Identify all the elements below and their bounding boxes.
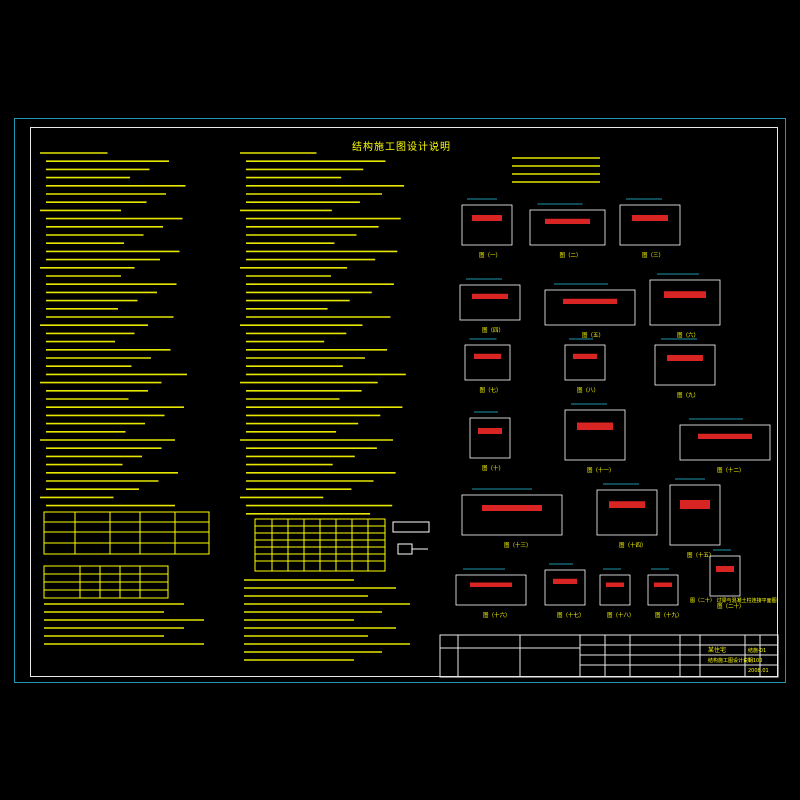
title-block-sheet-name: 结构施工图设计说明	[708, 657, 753, 664]
rebar-detail	[654, 582, 672, 587]
detail-outline	[669, 484, 721, 546]
notes-column-2	[240, 152, 600, 661]
rebar-detail	[472, 293, 508, 299]
detail-outline	[709, 555, 741, 597]
detail-sketch: 图（十七）	[544, 563, 586, 619]
rebar-detail	[667, 355, 703, 361]
detail-sketch: 图（四）	[459, 278, 521, 334]
detail-label: 图（十七）	[557, 611, 585, 619]
rebar-detail	[545, 218, 590, 224]
detail-outline	[459, 284, 521, 321]
rebar-detail	[478, 428, 502, 434]
detail-outline	[649, 279, 721, 326]
detail-sketch: 图（十八）	[599, 568, 635, 619]
rebar-detail	[632, 215, 668, 221]
detail-outline	[464, 344, 511, 381]
detail-drawings: 图（一） 图（二） 图（三） 图（四） 图（五） 图（六） 图（七） 图（八） 图（九） 图（十）…	[455, 198, 771, 619]
detail-sketch: 图（十五）	[669, 478, 721, 559]
detail-sketch: 图（一）	[461, 198, 513, 259]
detail-label: 图（八）	[577, 386, 599, 394]
rebar-detail	[577, 422, 613, 430]
detail-sketch: 图（十一）	[564, 403, 626, 474]
detail-sketch: 图（八）	[564, 338, 606, 394]
detail-sketch: 图（十二）	[679, 418, 771, 474]
detail-label: 图（七）	[480, 386, 502, 394]
detail-outline	[461, 494, 563, 536]
detail-label: 图（十三）	[504, 541, 532, 549]
detail-outline	[529, 209, 606, 246]
detail-outline	[564, 409, 626, 461]
detail-label: 图（二）	[560, 251, 582, 259]
rebar-detail	[606, 582, 624, 587]
rebar-detail	[664, 291, 706, 298]
detail-label: 图（十一）	[587, 466, 615, 474]
rebar-detail	[680, 500, 710, 509]
title-block-scale: 1:100	[748, 658, 762, 664]
detail-label: 图（十九）	[655, 611, 683, 619]
detail-label: 图（十六）	[483, 611, 511, 619]
rebar-detail	[698, 433, 752, 439]
rebar-detail	[563, 298, 617, 304]
title-block-project: 某住宅	[708, 646, 726, 654]
detail-outline	[596, 489, 658, 536]
detail-label: 图（五）	[582, 331, 604, 339]
rebar-detail	[470, 582, 512, 587]
anchorage-table	[254, 518, 386, 572]
detail-outline	[619, 204, 681, 246]
detail-sketch: 图（九）	[654, 338, 716, 399]
detail-sketch: 图（六）	[649, 273, 721, 339]
detail-sketch: 图（三）	[619, 198, 681, 259]
rebar-detail	[573, 353, 597, 359]
small-section-sketch	[392, 521, 430, 555]
detail-label: 图（十）	[482, 464, 504, 472]
concrete-table-1	[43, 511, 210, 555]
detail-sketch: 图（二十）	[709, 549, 745, 610]
detail-outline	[455, 574, 527, 606]
concrete-table-2	[43, 565, 169, 599]
detail-caption-last: 图（二十） 过梁与混凝土柱连接平面图	[690, 597, 777, 604]
detail-outline	[544, 569, 586, 606]
detail-label: 图（三）	[642, 251, 664, 259]
detail-label: 图（九）	[677, 391, 699, 399]
detail-label: 图（一）	[479, 251, 501, 259]
title-block-sheet-no: 结施-01	[748, 647, 766, 654]
drawing-title: 结构施工图设计说明	[352, 142, 451, 153]
detail-sketch: 图（十四）	[596, 483, 658, 549]
drawing-border	[30, 127, 778, 677]
detail-label: 图（十二）	[717, 466, 745, 474]
detail-sketch: 图（十六）	[455, 568, 527, 619]
detail-label: 图（六）	[677, 331, 699, 339]
detail-label: 图（二十）	[717, 602, 745, 610]
rebar-detail	[472, 215, 502, 221]
title-block	[439, 634, 779, 678]
detail-outline	[679, 424, 771, 461]
detail-sketch: 图（七）	[464, 338, 511, 394]
detail-sketch: 图（十三）	[461, 488, 563, 549]
rebar-detail	[716, 566, 734, 572]
rebar-detail	[474, 353, 501, 359]
detail-outline	[564, 344, 606, 381]
rebar-detail	[609, 501, 645, 508]
detail-sketch: 图（十九）	[647, 568, 683, 619]
rebar-detail	[553, 578, 577, 584]
detail-label: 图（十四）	[619, 541, 647, 549]
detail-sketch: 图（五）	[544, 283, 636, 339]
detail-label: 图（十五）	[687, 551, 715, 559]
detail-sketch: 图（十）	[469, 411, 511, 472]
detail-label: 图（四）	[482, 326, 504, 334]
detail-outline	[461, 204, 513, 246]
rebar-detail	[482, 505, 542, 511]
title-block-date: 2008.01	[748, 668, 769, 674]
detail-outline	[647, 574, 679, 606]
drawing-sheet-frame	[14, 118, 786, 683]
notes-column-1	[40, 152, 204, 645]
detail-outline	[654, 344, 716, 386]
detail-outline	[544, 289, 636, 326]
detail-sketch: 图（二）	[529, 203, 606, 259]
detail-outline	[469, 417, 511, 459]
detail-label: 图（十八）	[607, 611, 635, 619]
detail-outline	[599, 574, 631, 606]
